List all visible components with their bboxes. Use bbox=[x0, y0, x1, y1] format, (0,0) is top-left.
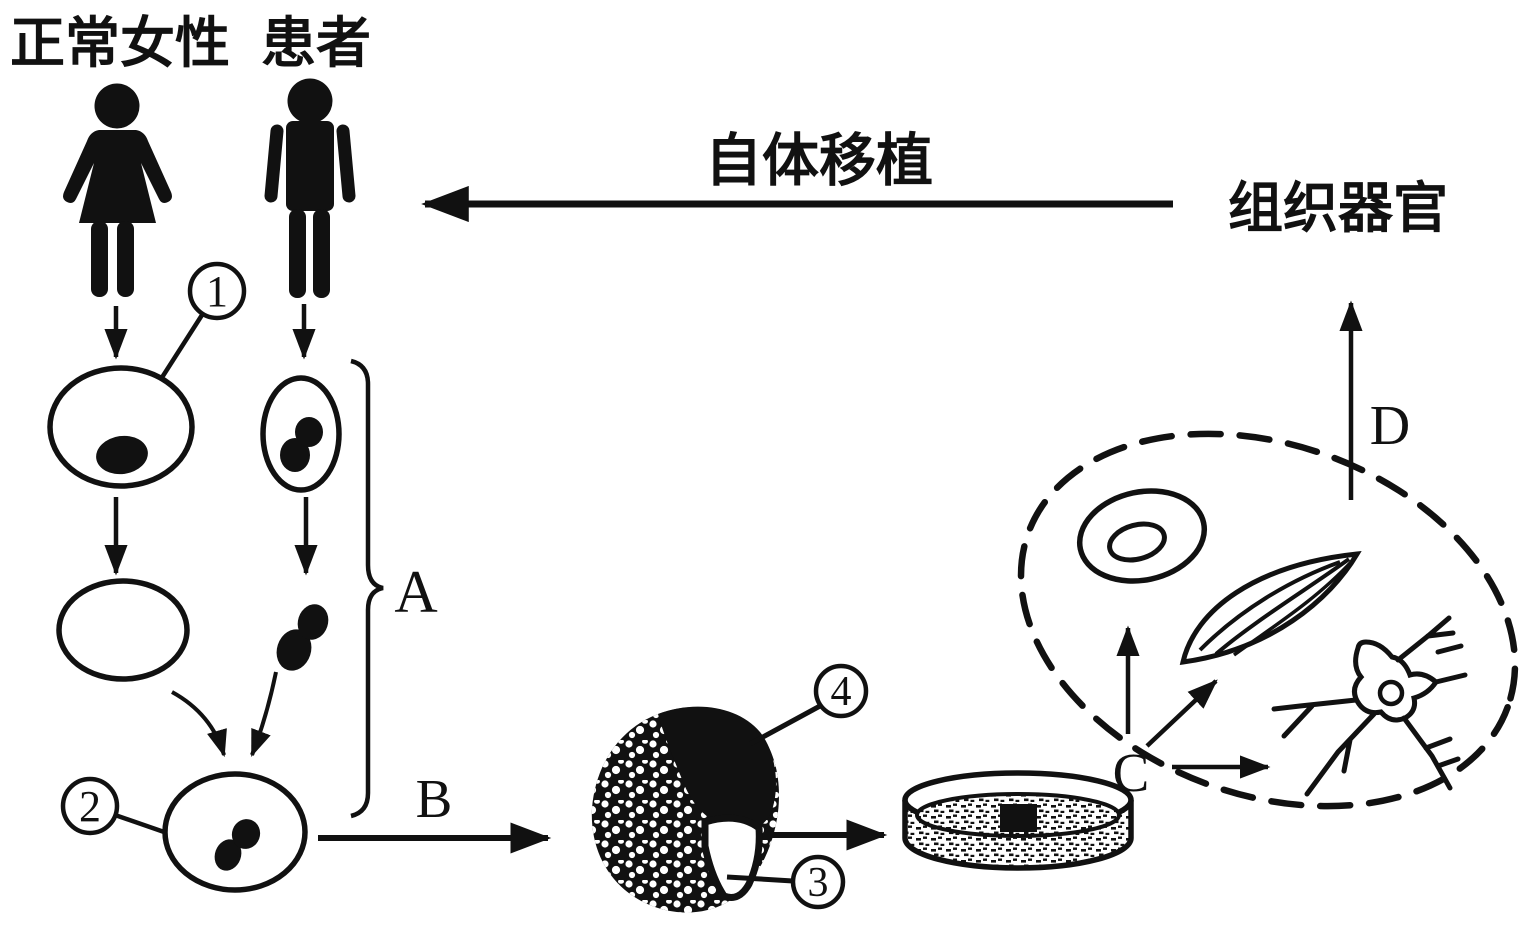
callout-1-number: 1 bbox=[206, 267, 228, 316]
epithelial-cell-icon bbox=[1076, 488, 1208, 584]
step-a-label: A bbox=[394, 559, 437, 625]
egg-fusion-arrow bbox=[171, 690, 227, 758]
step-d-label: D bbox=[1370, 395, 1410, 457]
callout-3-number: 3 bbox=[808, 860, 829, 906]
callout-2-number: 2 bbox=[79, 782, 101, 831]
step-b-label: B bbox=[416, 768, 453, 829]
male-figure-icon bbox=[264, 78, 356, 298]
nucleus-fusion-arrow bbox=[250, 671, 278, 758]
callout-4-number: 4 bbox=[831, 669, 852, 715]
female-figure-icon bbox=[63, 83, 172, 297]
blastocyst-icon bbox=[591, 706, 779, 913]
neuron-icon bbox=[1271, 615, 1468, 797]
callout-4: 4 bbox=[748, 663, 869, 747]
tissue-sample bbox=[1000, 804, 1037, 832]
reconstructed-cell-icon bbox=[162, 771, 308, 893]
callout-2: 2 bbox=[60, 776, 168, 836]
muscle-cell-icon bbox=[1179, 550, 1362, 665]
patient-cell-icon bbox=[260, 375, 342, 493]
differentiated-cells-boundary bbox=[1017, 430, 1519, 810]
patient-label: 患者 bbox=[261, 13, 371, 74]
autologous-transplant-label: 自体移植 bbox=[705, 130, 933, 193]
isolated-nucleus-icon bbox=[276, 604, 329, 671]
brace-a bbox=[350, 358, 384, 819]
normal-female-label: 正常女性 bbox=[10, 13, 230, 74]
differentiation-arrow-diagonal bbox=[1145, 679, 1218, 748]
inner-cell-mass bbox=[658, 706, 776, 831]
callout-1: 1 bbox=[159, 261, 247, 381]
tissue-organ-label: 组织器官 bbox=[1228, 178, 1448, 239]
petri-dish-icon bbox=[902, 770, 1134, 871]
egg-cell-icon bbox=[47, 365, 195, 489]
enucleated-egg-icon bbox=[56, 578, 190, 682]
callout-3: 3 bbox=[726, 854, 846, 910]
